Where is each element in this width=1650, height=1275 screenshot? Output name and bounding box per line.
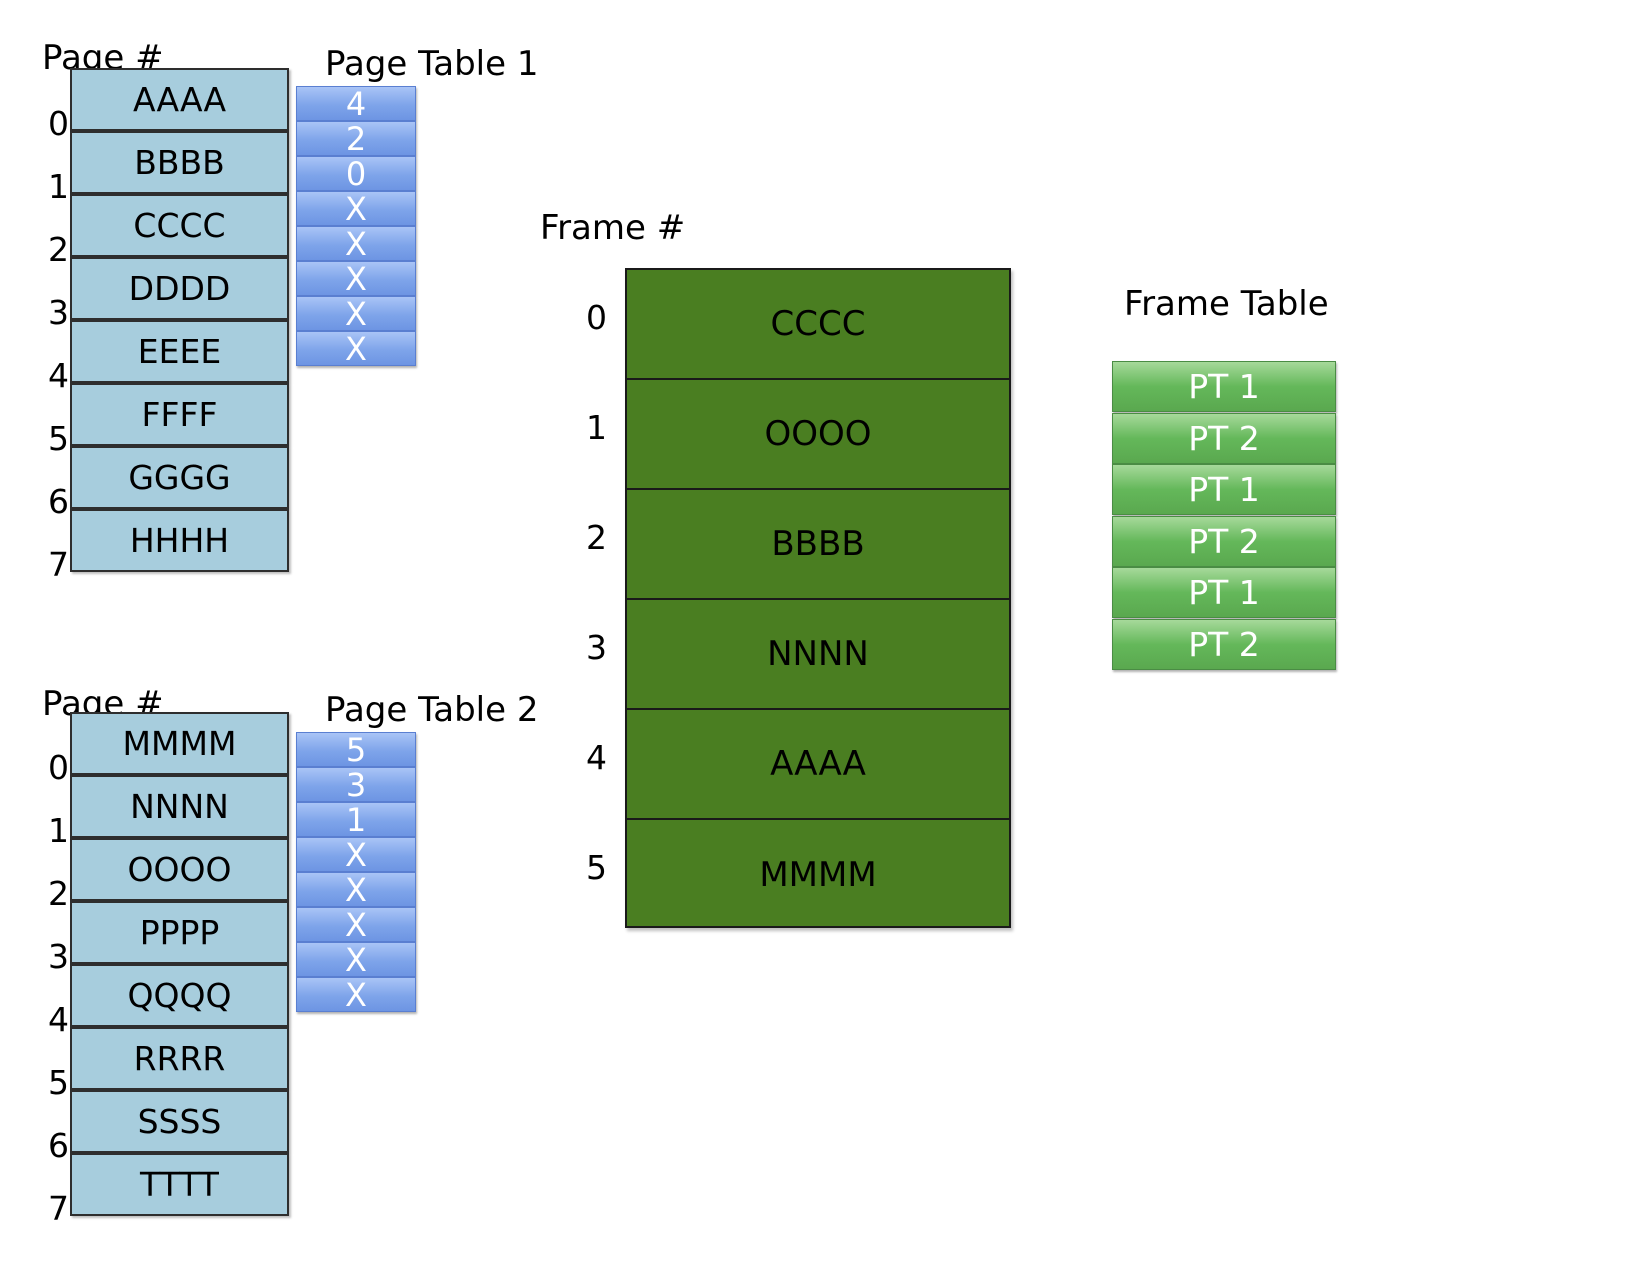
page-index: 0 — [48, 748, 69, 787]
page-table-entry: X — [296, 190, 416, 228]
page-index: 3 — [48, 937, 69, 976]
page-index: 4 — [48, 356, 69, 395]
frame-table-entry: PT 2 — [1112, 412, 1336, 464]
page-table-1-title: Page Table 1 — [325, 44, 539, 84]
page-cell: QQQQ — [70, 964, 289, 1027]
frame-cell: NNNN — [627, 600, 1009, 710]
page-table-entry: X — [296, 260, 416, 298]
page-index: 7 — [48, 545, 69, 584]
page-cell: FFFF — [70, 383, 289, 446]
frame-cell: BBBB — [627, 490, 1009, 600]
page-index: 7 — [48, 1189, 69, 1228]
page-table-entry: X — [296, 941, 416, 979]
page-cell: OOOO — [70, 838, 289, 901]
page-cell: RRRR — [70, 1027, 289, 1090]
frame-cell: OOOO — [627, 380, 1009, 490]
frame-index: 2 — [586, 518, 607, 557]
frame-cell: AAAA — [627, 710, 1009, 820]
page-cell: CCCC — [70, 194, 289, 257]
page-index: 2 — [48, 230, 69, 269]
page-table-entry: X — [296, 871, 416, 909]
page-index: 5 — [48, 1063, 69, 1102]
frame-table-entry: PT 2 — [1112, 515, 1336, 567]
frame-table-entry: PT 2 — [1112, 618, 1336, 670]
frame-table-title: Frame Table — [1124, 284, 1329, 324]
frame-cell: MMMM — [759, 855, 877, 895]
frame-index: 4 — [586, 738, 607, 777]
frame-cell: CCCC — [627, 270, 1009, 380]
page-table-entry: X — [296, 225, 416, 263]
frame-index: 1 — [586, 408, 607, 447]
page-table-entry: 3 — [296, 766, 416, 804]
page-index: 4 — [48, 1000, 69, 1039]
frame-index: 3 — [586, 628, 607, 667]
page-table-entry: X — [296, 976, 416, 1014]
frame-index: 0 — [586, 298, 607, 337]
page-table-entry: X — [296, 295, 416, 333]
frame-index: 5 — [586, 848, 607, 887]
page-cell: SSSS — [70, 1090, 289, 1153]
page-cell: HHHH — [70, 509, 289, 572]
frame-number-label: Frame # — [540, 208, 686, 248]
page-cell: TTTT — [70, 1153, 289, 1216]
page-cell: MMMM — [70, 712, 289, 775]
frame-table-entry: PT 1 — [1112, 361, 1336, 412]
page-cell: GGGG — [70, 446, 289, 509]
page-index: 2 — [48, 874, 69, 913]
page-index: 0 — [48, 104, 69, 143]
page-table-entry: X — [296, 906, 416, 944]
page-index: 6 — [48, 482, 69, 521]
page-cell: AAAA — [70, 68, 289, 131]
page-table-entry: 5 — [296, 731, 416, 769]
page-index: 5 — [48, 419, 69, 458]
frame-table-entry: PT 1 — [1112, 464, 1336, 515]
page-table-entry: 4 — [296, 85, 416, 123]
frame-table-entry: PT 1 — [1112, 567, 1336, 618]
page-cell: PPPP — [70, 901, 289, 964]
page-cell: BBBB — [70, 131, 289, 194]
page-table-entry: X — [296, 330, 416, 368]
page-index: 6 — [48, 1126, 69, 1165]
page-index: 1 — [48, 811, 69, 850]
page-index: 3 — [48, 293, 69, 332]
page-table-entry: X — [296, 836, 416, 874]
page-cell: EEEE — [70, 320, 289, 383]
page-table-entry: 0 — [296, 155, 416, 193]
page-cell: DDDD — [70, 257, 289, 320]
page-cell: NNNN — [70, 775, 289, 838]
page-index: 1 — [48, 167, 69, 206]
page-table-2-title: Page Table 2 — [325, 690, 539, 730]
page-table-entry: 2 — [296, 120, 416, 158]
page-table-entry: 1 — [296, 801, 416, 839]
